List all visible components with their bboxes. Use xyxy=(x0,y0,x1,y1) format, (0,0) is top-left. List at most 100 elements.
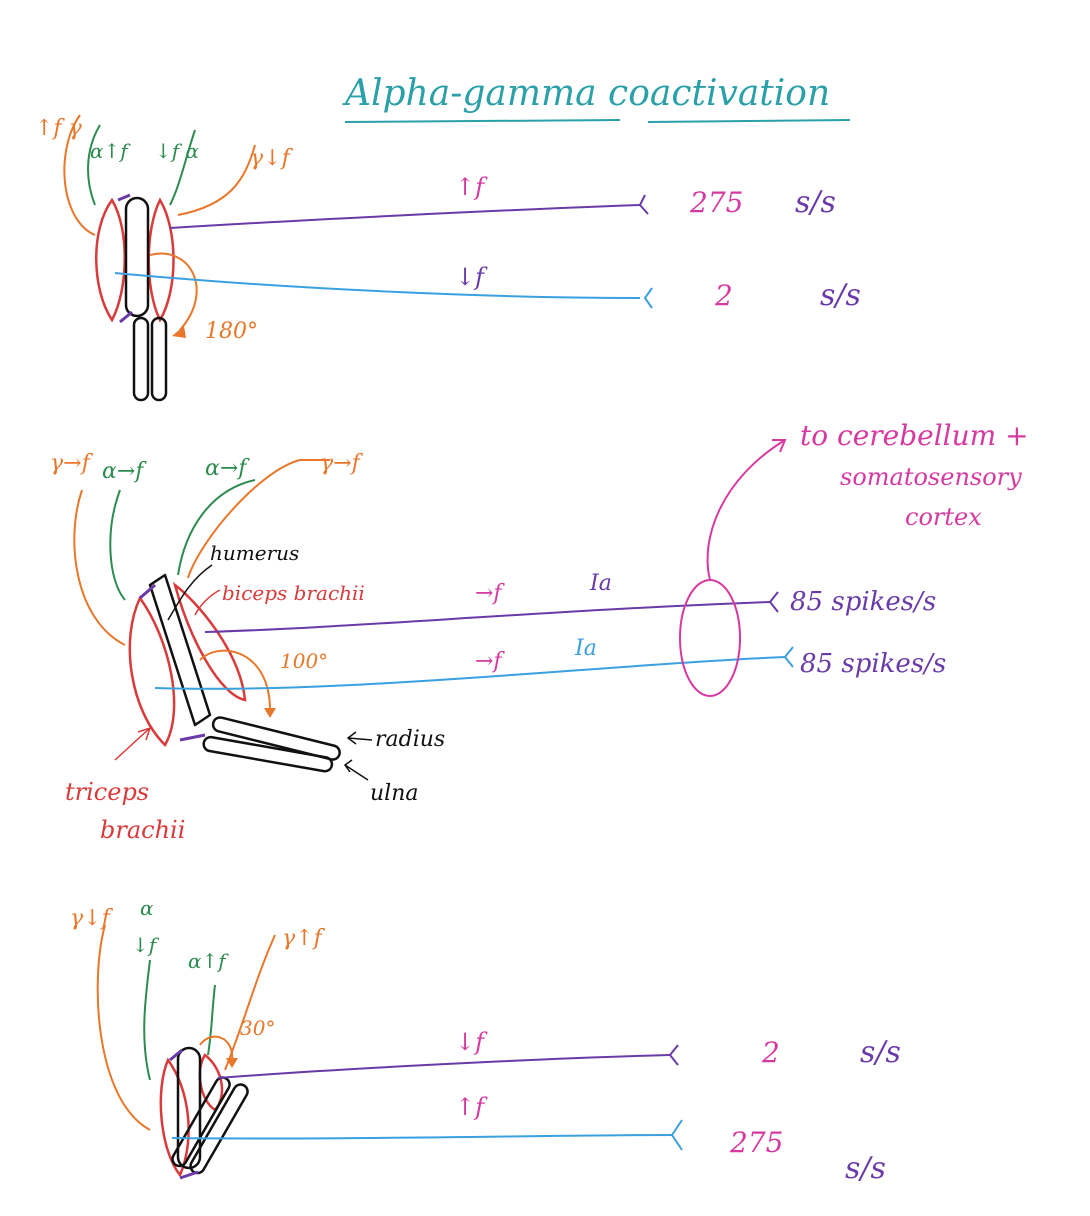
panel-3: 30° γ↓f α ↓f α↑f γ↑f ↓f ↑f 2 s/s 275 s/s xyxy=(70,896,901,1186)
ulna-label: ulna xyxy=(370,781,419,806)
line2-arrow: →f xyxy=(475,649,505,674)
alpha-down-label: ↓f xyxy=(132,933,160,957)
triceps-muscle xyxy=(95,197,126,323)
projection-arrowhead xyxy=(772,439,787,453)
alpha-efferent-right xyxy=(207,984,216,1056)
gamma-down-label: γ↓f xyxy=(70,906,114,931)
angle-arc xyxy=(199,649,271,711)
alpha-efferent-left xyxy=(87,124,101,206)
tendon-top xyxy=(117,193,131,202)
angle-label: 180° xyxy=(205,319,258,344)
alpha-up-label: α↑f xyxy=(188,949,229,973)
gamma-efferent-right xyxy=(224,934,276,1071)
triceps-afferent-terminal xyxy=(783,646,794,668)
triceps-afferent-line xyxy=(114,272,641,299)
gamma-efferent-right xyxy=(187,459,330,579)
humerus-bone xyxy=(148,573,212,727)
title: Alpha-gamma coactivation xyxy=(342,73,830,114)
line2-rate: 2 xyxy=(714,279,733,312)
gamma-up-label: γ↑f xyxy=(282,926,326,951)
line1-fiber: Ia xyxy=(589,571,612,596)
panel-2: 100° γ→f α→f α→f γ→f humerus biceps brac… xyxy=(50,419,1029,844)
radius-bone xyxy=(132,316,150,402)
destination-line-3: cortex xyxy=(905,503,982,531)
line1-arrow: ↑f xyxy=(455,173,488,201)
line2-unit: s/s xyxy=(820,278,861,313)
triceps-afferent-terminal xyxy=(670,1119,683,1151)
title-underline-2 xyxy=(647,119,851,123)
panel-1: 180° ↑f γ α↑f ↓f α γ↓f ↑f ↓f 275 s/s 2 s… xyxy=(35,114,861,402)
angle-arc xyxy=(199,1035,234,1063)
line1-rate: 85 spikes/s xyxy=(790,587,936,617)
angle-arrowhead xyxy=(226,1058,238,1068)
biceps-afferent-terminal xyxy=(638,194,649,215)
triceps-muscle xyxy=(128,595,176,748)
humerus-label: humerus xyxy=(210,541,299,565)
line2-rate: 275 xyxy=(729,1126,783,1159)
alpha-label: α xyxy=(140,896,154,920)
radius-pointer xyxy=(346,731,373,745)
biceps-afferent-terminal xyxy=(668,1044,679,1066)
alpha-efferent-left xyxy=(143,959,151,1081)
biceps-afferent-line xyxy=(217,1054,671,1079)
gamma-efferent-left xyxy=(63,114,96,236)
radius-bone xyxy=(211,716,341,761)
line1-rate: 2 xyxy=(761,1036,780,1069)
biceps-afferent-line xyxy=(169,204,641,229)
line2-unit: s/s xyxy=(845,1151,886,1186)
triceps-pointer xyxy=(114,726,152,761)
triceps-label-2: brachii xyxy=(100,816,185,844)
alpha-efferent-right xyxy=(177,479,256,576)
tendon-top xyxy=(169,1048,183,1062)
triceps-afferent-line xyxy=(154,656,786,690)
line1-unit: s/s xyxy=(860,1035,901,1070)
ulna-bone xyxy=(202,735,334,773)
triceps-afferent-line xyxy=(171,1134,673,1140)
line1-arrow: ↓f xyxy=(455,1028,488,1056)
alpha-left-label: α→f xyxy=(102,459,147,484)
triceps-muscle xyxy=(159,1057,190,1178)
angle-label: 100° xyxy=(280,649,328,673)
tendon-top xyxy=(139,583,156,600)
biceps-muscle xyxy=(172,581,247,702)
gamma-left-label: γ→f xyxy=(50,451,94,476)
gamma-efferent-right xyxy=(177,144,256,216)
angle-label: 30° xyxy=(240,1016,275,1040)
gamma-efferent-left xyxy=(73,489,126,646)
afferent-bundle-ellipse xyxy=(679,579,741,697)
humerus-bone xyxy=(124,196,150,318)
alpha-efferent-left xyxy=(109,489,126,601)
line2-arrow: ↑f xyxy=(455,1093,488,1121)
destination-line-2: somatosensory xyxy=(840,463,1022,491)
angle-arc xyxy=(149,252,198,331)
ulna-bone xyxy=(150,316,168,402)
radius-label: radius xyxy=(375,727,445,752)
ulna-bone xyxy=(189,1083,249,1175)
biceps-label: biceps brachii xyxy=(222,581,365,605)
gamma-right-label: γ↓f xyxy=(250,146,294,171)
tendon-bottom xyxy=(179,733,206,742)
title-underline-1 xyxy=(344,119,621,123)
alpha-right-label: α→f xyxy=(205,456,250,481)
biceps-muscle xyxy=(147,197,175,323)
gamma-right-label: γ→f xyxy=(320,451,364,476)
tendon-bottom xyxy=(179,1170,199,1180)
humerus-pointer xyxy=(167,564,213,621)
ulna-pointer xyxy=(343,759,369,781)
gamma-left-label: ↑f γ xyxy=(35,116,83,141)
biceps-afferent-line xyxy=(204,601,771,633)
alpha-up-label: α↑f xyxy=(90,139,131,163)
alpha-efferent-right xyxy=(169,129,196,206)
projection-arrow xyxy=(706,439,786,581)
line1-rate: 275 xyxy=(689,186,743,219)
line2-rate: 85 spikes/s xyxy=(800,649,946,679)
tendon-bottom xyxy=(119,310,133,324)
angle-arrowhead xyxy=(264,708,276,718)
biceps-pointer xyxy=(194,589,221,616)
line2-fiber: Ia xyxy=(574,636,597,661)
triceps-afferent-terminal xyxy=(643,287,653,309)
humerus-bone xyxy=(176,1046,202,1170)
destination-line-1: to cerebellum + xyxy=(800,419,1029,452)
line1-unit: s/s xyxy=(795,185,836,220)
